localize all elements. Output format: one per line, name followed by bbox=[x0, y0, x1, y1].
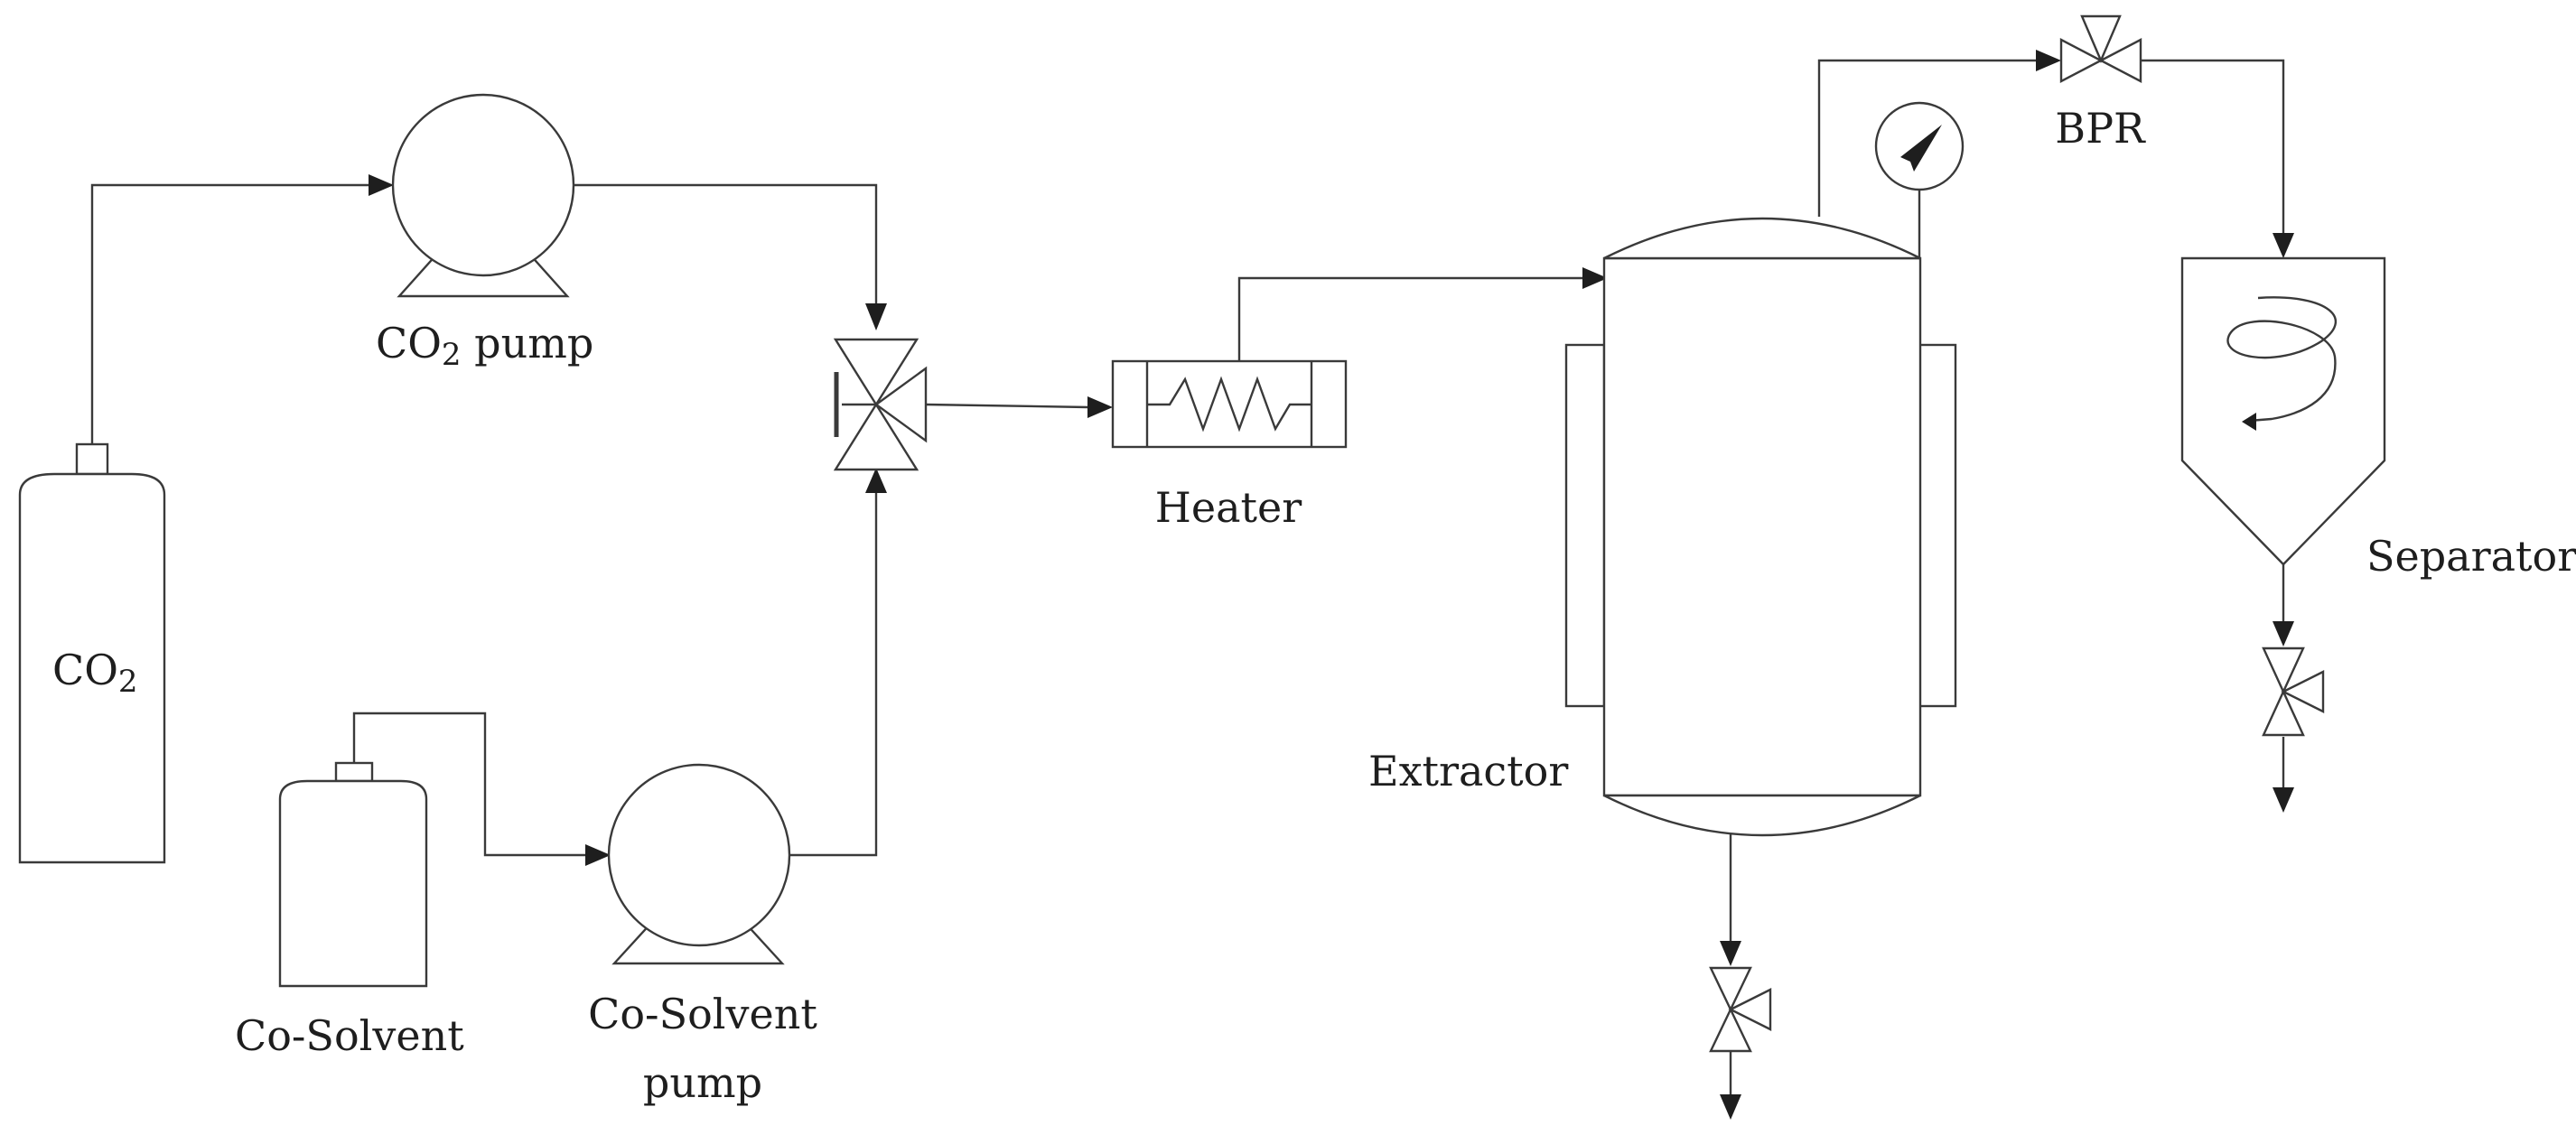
pipe-cosolvent-to-pump bbox=[352, 712, 589, 857]
co2-cylinder-label: CO2 bbox=[52, 646, 138, 700]
pipe-co2-to-pump bbox=[90, 183, 372, 444]
arrow-into-cosolvent-pump bbox=[585, 844, 611, 866]
cyclone-swirl-icon bbox=[2226, 296, 2337, 423]
pipe-heater-to-extractor bbox=[1237, 276, 1590, 361]
separator bbox=[2180, 256, 2386, 566]
arrow-into-mixer-top bbox=[865, 303, 887, 330]
arrow-into-bpr bbox=[2036, 50, 2061, 71]
pipe-co2pump-to-mixer bbox=[573, 183, 878, 316]
heater-coil-icon bbox=[1147, 376, 1311, 433]
pipe-bpr-to-separator bbox=[2141, 59, 2285, 244]
bpr-label: BPR bbox=[2055, 104, 2146, 153]
arrow-into-separator bbox=[2273, 233, 2294, 258]
arrow-extractor-outlet bbox=[1720, 941, 1741, 966]
heater-label: Heater bbox=[1155, 483, 1302, 532]
heater bbox=[1111, 359, 1348, 449]
arrow-separator-outlet bbox=[2273, 621, 2294, 647]
co2-cylinder bbox=[18, 442, 166, 864]
piping bbox=[90, 59, 2285, 1102]
cosolvent-pump-label-line2: pump bbox=[643, 1058, 762, 1107]
pressure-gauge-icon bbox=[1874, 101, 1965, 191]
pipe-cosolventpump-to-mixer bbox=[789, 482, 878, 857]
arrow-into-co2-pump bbox=[369, 174, 394, 196]
co2-pump bbox=[391, 93, 575, 298]
separator-outlet-valve bbox=[2262, 647, 2325, 737]
bpr-valve bbox=[2059, 14, 2142, 83]
cosolvent-pump-label-line1: Co-Solvent bbox=[588, 990, 817, 1038]
pipe-mixer-to-heater bbox=[925, 403, 1089, 409]
flow-arrows bbox=[369, 50, 2294, 1120]
arrow-separator-drain bbox=[2273, 787, 2294, 813]
mixing-valve bbox=[833, 338, 928, 471]
arrow-extractor-drain bbox=[1720, 1094, 1741, 1120]
cosolvent-pump bbox=[607, 763, 791, 965]
cosolvent-tank-label: Co-Solvent bbox=[235, 1011, 464, 1060]
cosolvent-tank bbox=[278, 761, 428, 988]
extractor bbox=[1564, 217, 1957, 837]
co2-pump-label: CO2 pump bbox=[376, 319, 593, 373]
arrow-into-extractor bbox=[1582, 267, 1608, 289]
extractor-outlet-valve bbox=[1709, 966, 1772, 1053]
pipe-extractor-to-bpr bbox=[1817, 59, 2050, 217]
arrow-into-heater bbox=[1087, 396, 1113, 418]
extractor-label: Extractor bbox=[1368, 747, 1568, 795]
arrow-into-mixer-bottom bbox=[865, 468, 887, 493]
separator-label: Separator bbox=[2366, 532, 2576, 581]
